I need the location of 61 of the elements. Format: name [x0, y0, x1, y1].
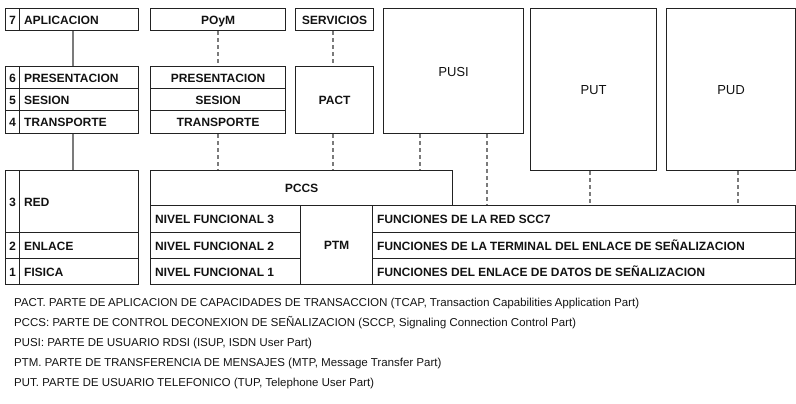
layer-name: FUNCIONES DE LA TERMINAL DEL ENLACE DE SEÑALIZACION [376, 238, 746, 252]
layer-name: PUT [580, 82, 608, 97]
connector-line [737, 171, 739, 205]
layer-name: PRESENTACION [23, 70, 120, 84]
layer-name: POyM [200, 12, 236, 26]
layer-name: RED [23, 194, 50, 208]
layer-number: 4 [6, 111, 20, 133]
protocol-box [530, 8, 657, 171]
protocol-box [383, 8, 524, 134]
layer-name: FUNCIONES DEL ENLACE DE DATOS DE SEÑALIZACION [376, 264, 706, 278]
connector-line [72, 31, 74, 66]
layer-name: SESION [194, 92, 242, 106]
layer-name: SESION [23, 92, 70, 106]
layer-name: NIVEL FUNCIONAL 1 [154, 264, 275, 278]
protocol-box [295, 66, 374, 134]
layer-name: TRANSPORTE [176, 115, 260, 129]
layer-box [5, 258, 139, 285]
layer-name: SERVICIOS [300, 12, 368, 26]
protocol-box [666, 8, 796, 171]
layer-name: NIVEL FUNCIONAL 3 [154, 212, 275, 226]
layer-name: PUSI [437, 64, 470, 78]
abbreviation-note: PACT. PARTE DE APLICACION DE CAPACIDADES DE TRANSACCION (TCAP, Transaction Capabilities Application Part) [14, 297, 640, 309]
layer-name: ENLACE [23, 238, 74, 252]
layer-box [5, 66, 139, 89]
connector-line [589, 171, 591, 205]
connector-line [72, 134, 74, 170]
layer-box [5, 110, 139, 134]
protocol-box [295, 8, 374, 31]
connector-line [486, 134, 488, 205]
protocol-box [150, 66, 286, 89]
protocol-box [150, 170, 453, 206]
layer-name: PCCS [284, 181, 320, 195]
layer-name: PACT [318, 93, 352, 107]
layer-number: 1 [6, 259, 20, 284]
abbreviation-note: PUT. PARTE DE USUARIO TELEFONICO (TUP, Telephone User Part) [14, 377, 374, 389]
layer-name: PUD [716, 82, 746, 97]
layer-box [5, 170, 139, 233]
protocol-box [150, 8, 286, 31]
layer-box [5, 232, 139, 259]
layer-name: APLICACION [23, 12, 100, 26]
layer-name: TRANSPORTE [23, 115, 108, 129]
layer-name: FISICA [23, 264, 64, 278]
abbreviation-note: PTM. PARTE DE TRANSFERENCIA DE MENSAJES (MTP, Message Transfer Part) [14, 357, 442, 369]
layer-name: PTM [322, 238, 350, 252]
layer-name: PRESENTACION [170, 70, 266, 84]
protocol-box [150, 258, 301, 285]
layer-box [5, 88, 139, 111]
connector-line [332, 31, 334, 66]
abbreviation-note: PCCS: PARTE DE CONTROL DECONEXION DE SEÑALIZACION (SCCP, Signaling Connection Control Part) [14, 317, 576, 329]
protocol-box [372, 258, 796, 285]
protocol-box [150, 88, 286, 111]
layer-name: FUNCIONES DE LA RED SCC7 [376, 212, 552, 226]
connector-line [217, 31, 219, 66]
connector-line [332, 134, 334, 170]
connector-line [419, 134, 421, 170]
layer-box [5, 8, 139, 31]
protocol-box [150, 110, 286, 134]
abbreviation-note: PUSI: PARTE DE USUARIO RDSI (ISUP, ISDN User Part) [14, 337, 312, 349]
layer-name: NIVEL FUNCIONAL 2 [154, 238, 275, 252]
layer-number: 7 [6, 9, 20, 30]
connector-line [217, 134, 219, 170]
